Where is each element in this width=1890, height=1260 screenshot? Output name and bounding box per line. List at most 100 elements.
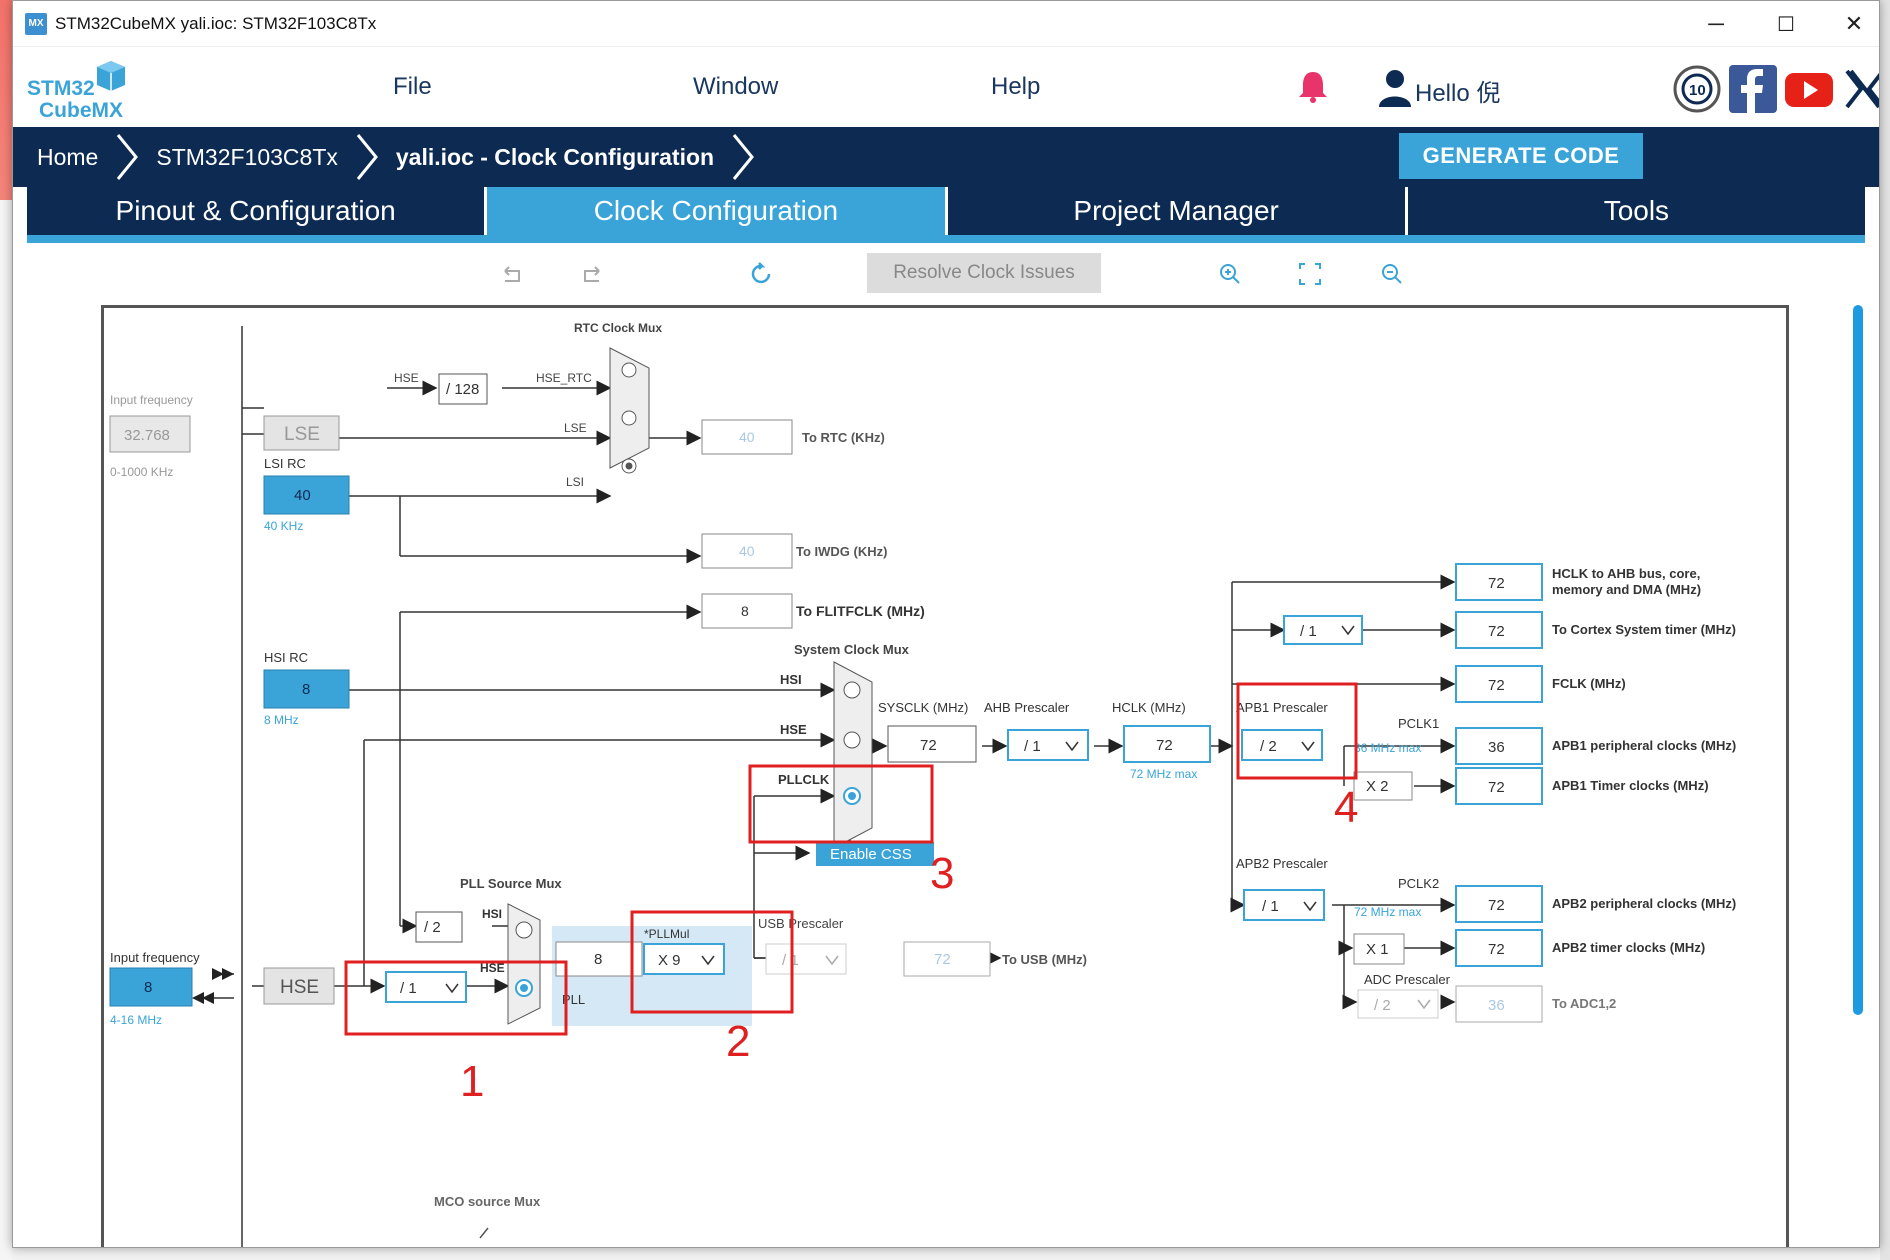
svg-text:LSE: LSE <box>284 424 320 445</box>
svg-text:/ 2: / 2 <box>424 919 441 936</box>
user-greeting[interactable]: Hello 倪 <box>1415 80 1501 107</box>
svg-text:X 1: X 1 <box>1366 941 1389 958</box>
chevron-right-icon <box>356 134 378 180</box>
svg-text:/ 1: / 1 <box>782 952 799 969</box>
anniversary-badge-icon[interactable]: 10 <box>1673 65 1721 113</box>
close-button[interactable]: ✕ <box>1844 11 1864 36</box>
breadcrumb: Home STM32F103C8Tx yali.ioc - Clock Conf… <box>13 127 1879 187</box>
svg-text:72: 72 <box>1488 779 1505 796</box>
notification-bell-icon[interactable] <box>1297 69 1329 103</box>
menu-window[interactable]: Window <box>693 73 779 100</box>
svg-text:72 MHz max: 72 MHz max <box>1354 905 1421 919</box>
svg-text:72: 72 <box>1488 941 1505 958</box>
svg-text:CubeMX: CubeMX <box>39 99 123 119</box>
svg-text:8: 8 <box>594 951 602 968</box>
svg-text:HSE_RTC: HSE_RTC <box>536 371 592 385</box>
tab-clock-configuration[interactable]: Clock Configuration <box>487 187 945 235</box>
breadcrumb-home[interactable]: Home <box>37 143 99 170</box>
svg-text:/ 1: / 1 <box>1262 898 1279 915</box>
svg-text:3: 3 <box>930 849 954 898</box>
svg-text:APB1 Timer clocks (MHz): APB1 Timer clocks (MHz) <box>1552 778 1709 793</box>
svg-text:X 9: X 9 <box>658 952 681 969</box>
facebook-icon[interactable] <box>1729 65 1777 113</box>
chevron-right-icon <box>732 134 755 180</box>
svg-text:PLL: PLL <box>562 992 585 1007</box>
menu-help[interactable]: Help <box>991 73 1041 100</box>
svg-text:72: 72 <box>1488 575 1505 592</box>
svg-text:FCLK (MHz): FCLK (MHz) <box>1552 676 1626 691</box>
svg-text:1: 1 <box>460 1057 484 1106</box>
svg-text:SYSCLK (MHz): SYSCLK (MHz) <box>878 700 968 715</box>
svg-text:To ADC1,2: To ADC1,2 <box>1552 996 1616 1011</box>
user-icon[interactable] <box>1377 67 1413 107</box>
svg-text:8: 8 <box>144 979 152 996</box>
svg-text:/ 1: / 1 <box>1024 738 1041 755</box>
svg-text:APB1 peripheral clocks (MHz): APB1 peripheral clocks (MHz) <box>1552 738 1736 753</box>
clock-tree-diagram: RTC Clock Mux HSE / 128 HSE_RTC Input fr… <box>109 321 1736 1247</box>
background-window-edge <box>0 200 12 1260</box>
app-header: STM32 CubeMX File Window Help Hello 倪 10 <box>13 47 1879 127</box>
fit-to-screen-icon[interactable] <box>1295 259 1325 289</box>
vertical-scrollbar[interactable] <box>1849 301 1869 1241</box>
tab-project-manager[interactable]: Project Manager <box>947 187 1405 235</box>
svg-text:40 KHz: 40 KHz <box>264 519 303 533</box>
svg-text:8: 8 <box>302 681 310 698</box>
svg-text:To FLITFCLK (MHz): To FLITFCLK (MHz) <box>796 603 925 619</box>
svg-text:APB1 Prescaler: APB1 Prescaler <box>1236 700 1328 715</box>
svg-text:8 MHz: 8 MHz <box>264 713 299 727</box>
minimize-button[interactable]: ─ <box>1708 11 1724 36</box>
svg-text:2: 2 <box>726 1017 750 1066</box>
svg-text:AHB Prescaler: AHB Prescaler <box>984 700 1070 715</box>
zoom-out-icon[interactable] <box>1377 259 1407 289</box>
scrollbar-thumb[interactable] <box>1853 305 1863 1015</box>
svg-text:ADC Prescaler: ADC Prescaler <box>1364 972 1451 987</box>
svg-text:/ 128: / 128 <box>446 381 479 398</box>
generate-code-button[interactable]: GENERATE CODE <box>1399 133 1643 179</box>
svg-text:APB2 timer clocks (MHz): APB2 timer clocks (MHz) <box>1552 940 1705 955</box>
svg-text:/ 1: / 1 <box>400 980 417 997</box>
maximize-button[interactable]: ☐ <box>1777 13 1795 36</box>
chevron-right-icon <box>117 134 139 180</box>
zoom-in-icon[interactable] <box>1215 259 1245 289</box>
youtube-icon[interactable] <box>1785 65 1833 113</box>
svg-text:X 2: X 2 <box>1366 778 1389 795</box>
svg-text:8: 8 <box>741 603 749 619</box>
undo-icon[interactable] <box>497 259 527 289</box>
breadcrumb-mcu[interactable]: STM32F103C8Tx <box>156 143 338 170</box>
svg-text:APB2 peripheral clocks (MHz): APB2 peripheral clocks (MHz) <box>1552 896 1736 911</box>
svg-text:HSE: HSE <box>480 961 505 975</box>
svg-text:HSE: HSE <box>280 977 319 998</box>
svg-text:40: 40 <box>294 487 311 504</box>
svg-text:HSE: HSE <box>394 371 419 385</box>
breadcrumb-project[interactable]: yali.ioc - Clock Configuration <box>395 143 715 170</box>
svg-text:LSI RC: LSI RC <box>264 456 306 471</box>
svg-text:LSE: LSE <box>564 421 587 435</box>
tab-pinout[interactable]: Pinout & Configuration <box>27 187 485 235</box>
tab-tools[interactable]: Tools <box>1407 187 1865 235</box>
svg-text:0-1000 KHz: 0-1000 KHz <box>110 465 173 479</box>
svg-text:72: 72 <box>1156 737 1173 754</box>
main-tabs: Pinout & Configuration Clock Configurati… <box>27 187 1865 243</box>
svg-text:40: 40 <box>739 429 755 445</box>
svg-text:System Clock Mux: System Clock Mux <box>794 642 910 657</box>
svg-text:36: 36 <box>1488 997 1505 1014</box>
x-twitter-icon[interactable] <box>1841 65 1880 113</box>
menu-file[interactable]: File <box>393 73 432 100</box>
refresh-icon[interactable] <box>747 259 777 289</box>
svg-text:memory and DMA (MHz): memory and DMA (MHz) <box>1552 582 1701 597</box>
clock-tree-canvas: RTC Clock Mux HSE / 128 HSE_RTC Input fr… <box>101 305 1789 1247</box>
resolve-clock-issues-button[interactable]: Resolve Clock Issues <box>867 253 1101 293</box>
svg-text:PCLK2: PCLK2 <box>1398 876 1439 891</box>
tab-underline <box>27 235 1865 243</box>
svg-text:40: 40 <box>739 543 755 559</box>
svg-text:To RTC (KHz): To RTC (KHz) <box>802 430 885 445</box>
svg-text:72: 72 <box>1488 623 1505 640</box>
svg-text:HSE: HSE <box>780 722 807 737</box>
stm32cubemx-logo: STM32 CubeMX <box>27 61 125 119</box>
svg-text:RTC Clock Mux: RTC Clock Mux <box>574 321 662 335</box>
svg-text:PLL Source Mux: PLL Source Mux <box>460 876 562 891</box>
redo-icon[interactable] <box>577 259 607 289</box>
svg-text:72: 72 <box>920 737 937 754</box>
svg-text:32.768: 32.768 <box>124 427 170 444</box>
svg-text:To Cortex System timer (MHz): To Cortex System timer (MHz) <box>1552 622 1736 637</box>
